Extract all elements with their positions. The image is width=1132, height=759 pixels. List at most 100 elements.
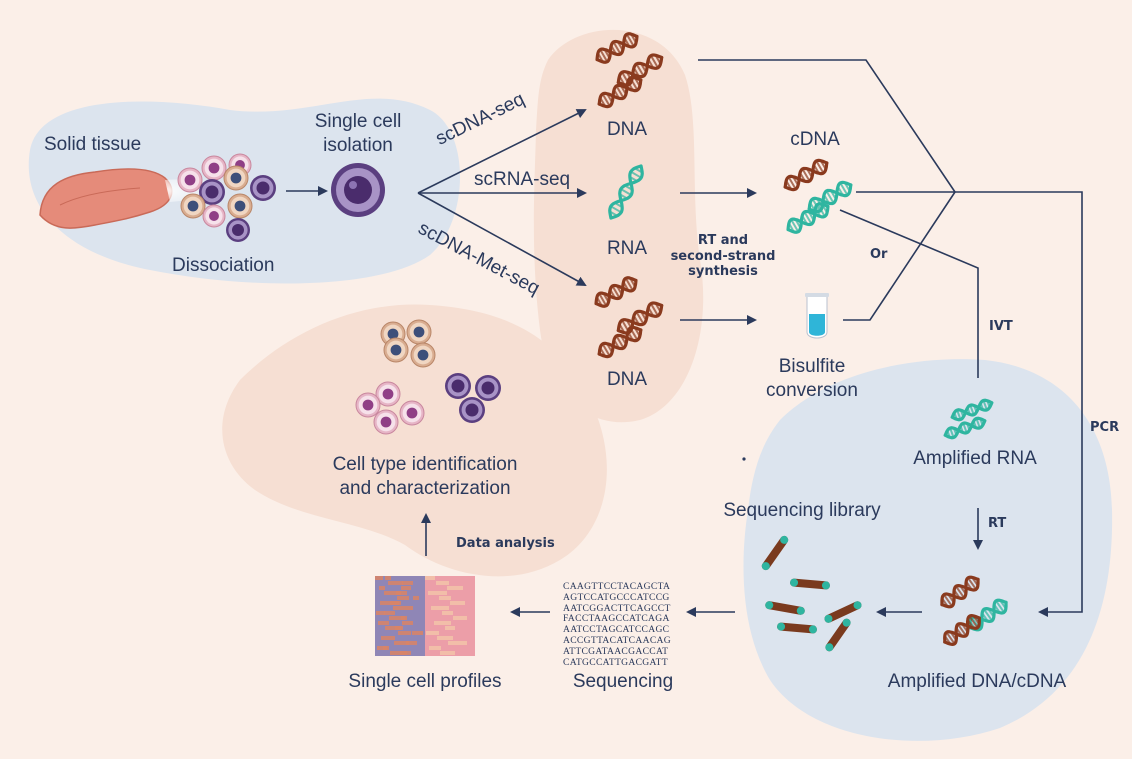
cell-icon [202,204,226,228]
label-bisulfite-line2: conversion [766,379,858,401]
cell-icon [199,179,225,205]
dna-helix-icon [595,32,639,64]
amplification-blob [743,359,1113,741]
label-sequencing: Sequencing [572,671,674,692]
single-cell-heatmap [375,576,475,656]
dna-helix-icon [597,325,643,359]
label-rt-line1: RT and [697,233,749,248]
label-data-analysis: Data analysis [456,536,555,551]
heatmap-cell [429,646,441,650]
heatmap-cell [407,606,413,610]
heatmap-cell [439,596,451,600]
sequence-line: CAAGTTCCTACAGCTA [563,581,671,592]
heatmap-cell [384,591,401,595]
heatmap-cell [389,616,405,620]
heatmap-cell [376,611,385,615]
label-pcr: PCR [1090,420,1120,435]
single-cell-icon [331,163,385,217]
label-or: Or [870,247,888,262]
cell-icon [180,193,206,219]
heatmap-cell [396,591,407,595]
label-rt-line3: synthesis [688,264,758,280]
library-fragment-icon [825,618,851,652]
cell-icon [406,319,432,345]
amplified-rna-icon [950,398,994,422]
heatmap-cell [385,576,391,580]
heatmap-cell [402,581,413,585]
heatmap-cell [425,576,435,580]
heatmap-cell [397,596,409,600]
heatmap-cell [434,621,451,625]
label-single-cell-profiles: Single cell profiles [348,671,502,692]
heatmap-cell [383,646,389,650]
cdna-helix-icon [786,202,830,234]
label-dissociation: Dissociation [172,255,275,276]
heatmap-cell [426,631,439,635]
cell-icon [355,392,381,418]
label-rt: RT [988,516,1007,531]
label-dna-bottom: DNA [606,369,648,390]
label-rna: RNA [606,238,648,259]
tissue-blob [28,98,461,284]
heatmap-cell [406,641,417,645]
sequence-line: ATTCGATAACGACCAT [563,645,669,657]
heatmap-cell [393,606,407,610]
heatmap-cell [402,621,413,625]
library-fragment-icon [790,578,830,590]
heatmap-cell [390,651,407,655]
heatmap-cell [401,616,407,620]
cell-icon [250,175,276,201]
bisulfite-tube-icon [805,293,829,339]
label-amplified-dna-cdna: Amplified DNA/cDNA [887,671,1067,692]
cell-icon [201,155,227,181]
heatmap-cell [385,626,403,630]
amplified-rna-icon [943,416,987,440]
label-single-cell-isolation-line1: Single cell [314,111,402,132]
label-rt-second-strand: RT and second-strand synthesis [658,233,788,280]
heatmap-cell [390,601,401,605]
heatmap-cell [437,636,453,640]
heatmap-cell [379,586,385,590]
cdna-helix-icon [783,158,829,192]
heatmap-cell [440,651,455,655]
sequence-line: ACCGTTACATCAACAG [563,634,671,646]
label-bisulfite-line1: Bisulfite [778,356,846,377]
cell-icon [373,409,399,435]
label-single-cell-isolation: Single cell isolation [303,110,413,158]
heatmap-cell [401,586,411,590]
heatmap-cell [377,646,387,650]
label-cell-type-line1: Cell type identification [332,454,518,475]
cell-icon [459,397,485,423]
cell-icon [445,373,471,399]
label-sequencing-library: Sequencing library [723,500,881,521]
library-fragment-icon [824,601,862,623]
amplified-dna-icon [940,575,980,609]
heatmap-cell [395,626,401,630]
heatmap-cell [413,596,419,600]
cell-icon [475,375,501,401]
heatmap-cell [384,611,395,615]
label-solid-tissue: Solid tissue [44,134,142,155]
library-fragment-icon [777,622,817,634]
heatmap-cell [400,651,411,655]
heatmap-cell [388,581,403,585]
cell-icon [226,218,250,242]
label-single-cell-isolation-line2: isolation [323,134,393,156]
heatmap-cell [442,611,453,615]
cell-icon [375,381,401,407]
heatmap-cell [431,606,449,610]
amplified-dna-icon [943,613,981,647]
label-amplified-rna: Amplified RNA [913,448,1037,469]
label-cell-type-identification: Cell type identification and characteriz… [300,453,550,501]
heatmap-cell [394,641,409,645]
cdna-helix-icon [807,180,853,214]
heatmap-cell [378,621,389,625]
label-bisulfite-conversion: Bisulfite conversion [752,355,872,403]
dissociated-cells-cluster [177,153,276,242]
cell-icon [223,165,249,191]
library-fragment-icon [765,601,805,615]
label-cdna: cDNA [790,129,840,150]
dna-helix-icon [594,276,638,308]
